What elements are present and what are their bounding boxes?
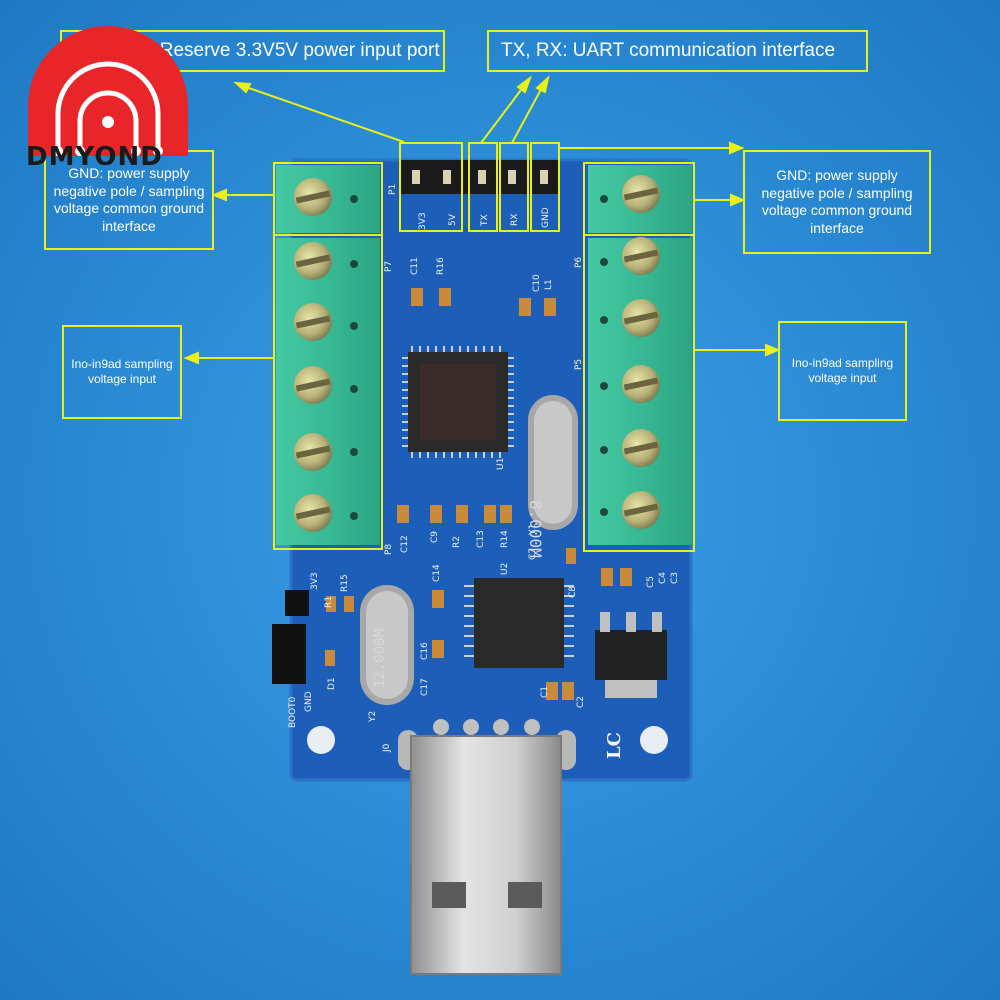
terminal-block-left: [273, 162, 383, 550]
component-label: C12: [400, 535, 410, 553]
component-label: D1: [327, 677, 337, 690]
pin-label-gnd: GND: [541, 207, 551, 228]
component-label: C10: [532, 274, 542, 292]
connector-label-p7: P7: [384, 260, 394, 272]
header-label-p1: P1: [388, 183, 398, 195]
component-label: C13: [476, 530, 486, 548]
component-label: L1: [544, 279, 554, 290]
crystal-8mhz-marking: 8.000M: [526, 500, 545, 558]
component-label: Y2: [368, 710, 378, 722]
jumper-label-3v3: 3V3: [310, 572, 320, 590]
callout-gnd-right-text: GND: power supply negative pole / sampli…: [761, 167, 913, 236]
component-label: C16: [420, 642, 430, 660]
brand-logo: [28, 26, 188, 156]
usb-interface-chip: [464, 578, 574, 668]
component-label: C3: [670, 571, 680, 584]
pin-label-tx: TX: [480, 214, 490, 226]
callout-input-left-text: Ino-in9ad sampling voltage input: [71, 357, 173, 386]
component-label: C14: [432, 564, 442, 582]
component-label: J0: [382, 743, 392, 752]
component-label: C17: [420, 678, 430, 696]
component-label: C5: [646, 575, 656, 588]
connector-label-p8: P8: [384, 543, 394, 555]
boot-jumper: [272, 590, 309, 684]
component-label: C4: [658, 571, 668, 584]
crystal-12mhz: [360, 585, 414, 705]
terminal-block-right: [583, 162, 695, 552]
smd-components: [325, 288, 632, 700]
microcontroller-chip: [402, 346, 514, 458]
callout-uart: TX, RX: UART communication interface: [487, 30, 868, 72]
component-label: C11: [410, 257, 420, 275]
callout-gnd-right: GND: power supply negative pole / sampli…: [743, 150, 931, 254]
voltage-regulator: [595, 612, 667, 698]
jumper-label-gnd: GND: [304, 691, 314, 712]
callout-input-right-text: Ino-in9ad sampling voltage input: [791, 356, 894, 385]
component-label: R2: [452, 536, 462, 548]
pin-header: [399, 142, 560, 232]
component-label: C2: [576, 695, 586, 708]
component-label: R1: [324, 596, 334, 608]
usb-connector: [398, 719, 576, 975]
callout-input-left: Ino-in9ad sampling voltage input: [62, 325, 182, 419]
pin-label-3v3: 3V3: [418, 212, 428, 230]
pin-label-rx: RX: [510, 213, 520, 226]
connector-label-p6: P6: [574, 256, 584, 268]
jumper-label-boot0: BOOT0: [288, 696, 298, 728]
component-label: C1: [540, 685, 550, 698]
pin-label-5v: 5V: [448, 214, 458, 226]
callout-arrows: [183, 75, 781, 365]
component-label: C8: [568, 585, 578, 598]
crystal-8mhz: [528, 395, 578, 530]
component-label: R16: [436, 257, 446, 275]
callout-gnd-left-text: GND: power supply negative pole / sampli…: [53, 165, 205, 234]
callout-uart-text: TX, RX: UART communication interface: [501, 40, 836, 62]
maker-mark: LC: [603, 732, 625, 759]
brand-logo-text: DMYOND: [26, 142, 163, 172]
callout-gnd-left: GND: power supply negative pole / sampli…: [44, 150, 214, 250]
crystal-12mhz-marking: 12.000M: [372, 628, 388, 688]
component-label: C9: [430, 530, 440, 543]
component-label: R15: [340, 574, 350, 592]
chip-label-u2: U2: [500, 562, 510, 575]
connector-label-p5: P5: [574, 358, 584, 370]
chip-label-u1: U1: [496, 457, 506, 470]
callout-input-right: Ino-in9ad sampling voltage input: [778, 321, 907, 421]
component-label: R14: [500, 530, 510, 548]
